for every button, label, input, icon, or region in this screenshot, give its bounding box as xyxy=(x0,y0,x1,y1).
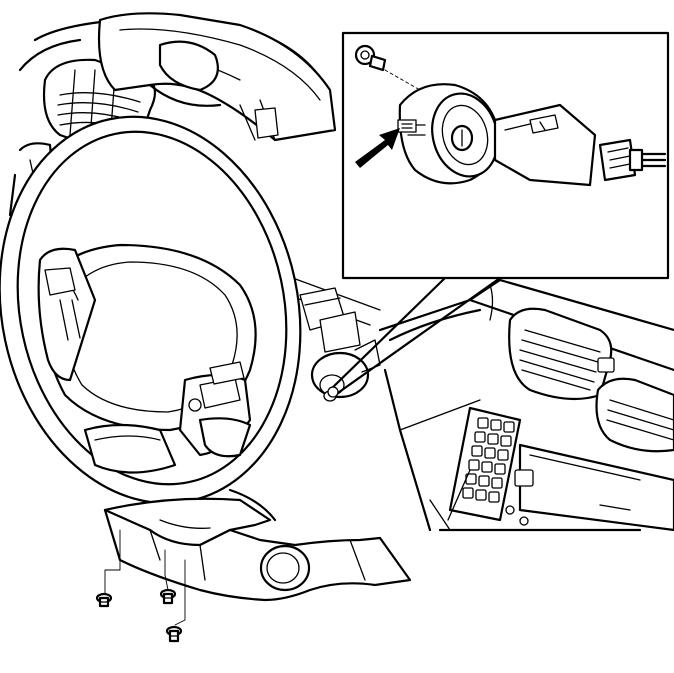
keypad-button xyxy=(462,487,474,499)
detail-inset xyxy=(341,31,670,280)
lock-housing xyxy=(493,103,597,187)
keypad-button xyxy=(490,419,502,431)
detail-callout-pointer xyxy=(327,276,502,398)
keypad-button xyxy=(500,435,512,447)
bolt-icon xyxy=(354,44,387,72)
keypad-button xyxy=(487,433,499,445)
upper-column-shroud xyxy=(97,12,337,142)
shroud-screws xyxy=(95,529,186,643)
keypad-button xyxy=(468,459,480,471)
screw-2-icon xyxy=(159,588,177,605)
keypad-button xyxy=(494,463,506,475)
keypad-button xyxy=(474,431,486,443)
screw-3-icon xyxy=(165,625,183,643)
ignition-area xyxy=(299,287,381,402)
keypad-button xyxy=(503,421,515,433)
keypad-button xyxy=(481,461,493,473)
keypad-button xyxy=(497,449,509,461)
keypad-button xyxy=(484,447,496,459)
right-air-vents xyxy=(508,307,674,453)
keypad-button xyxy=(478,475,490,487)
keypad-button xyxy=(491,477,503,489)
ignition-lock-cylinder xyxy=(397,83,500,185)
keypad-buttons xyxy=(462,417,515,503)
release-arrow-icon xyxy=(355,128,400,168)
keypad-button xyxy=(477,417,489,429)
keypad-button xyxy=(475,489,487,501)
center-console xyxy=(447,406,674,532)
steering-wheel xyxy=(0,115,302,505)
connector-plug xyxy=(598,138,667,182)
keypad-button xyxy=(471,445,483,457)
screw-1-icon xyxy=(95,592,113,608)
keypad-button xyxy=(488,491,500,503)
lower-column-shroud xyxy=(103,488,412,602)
